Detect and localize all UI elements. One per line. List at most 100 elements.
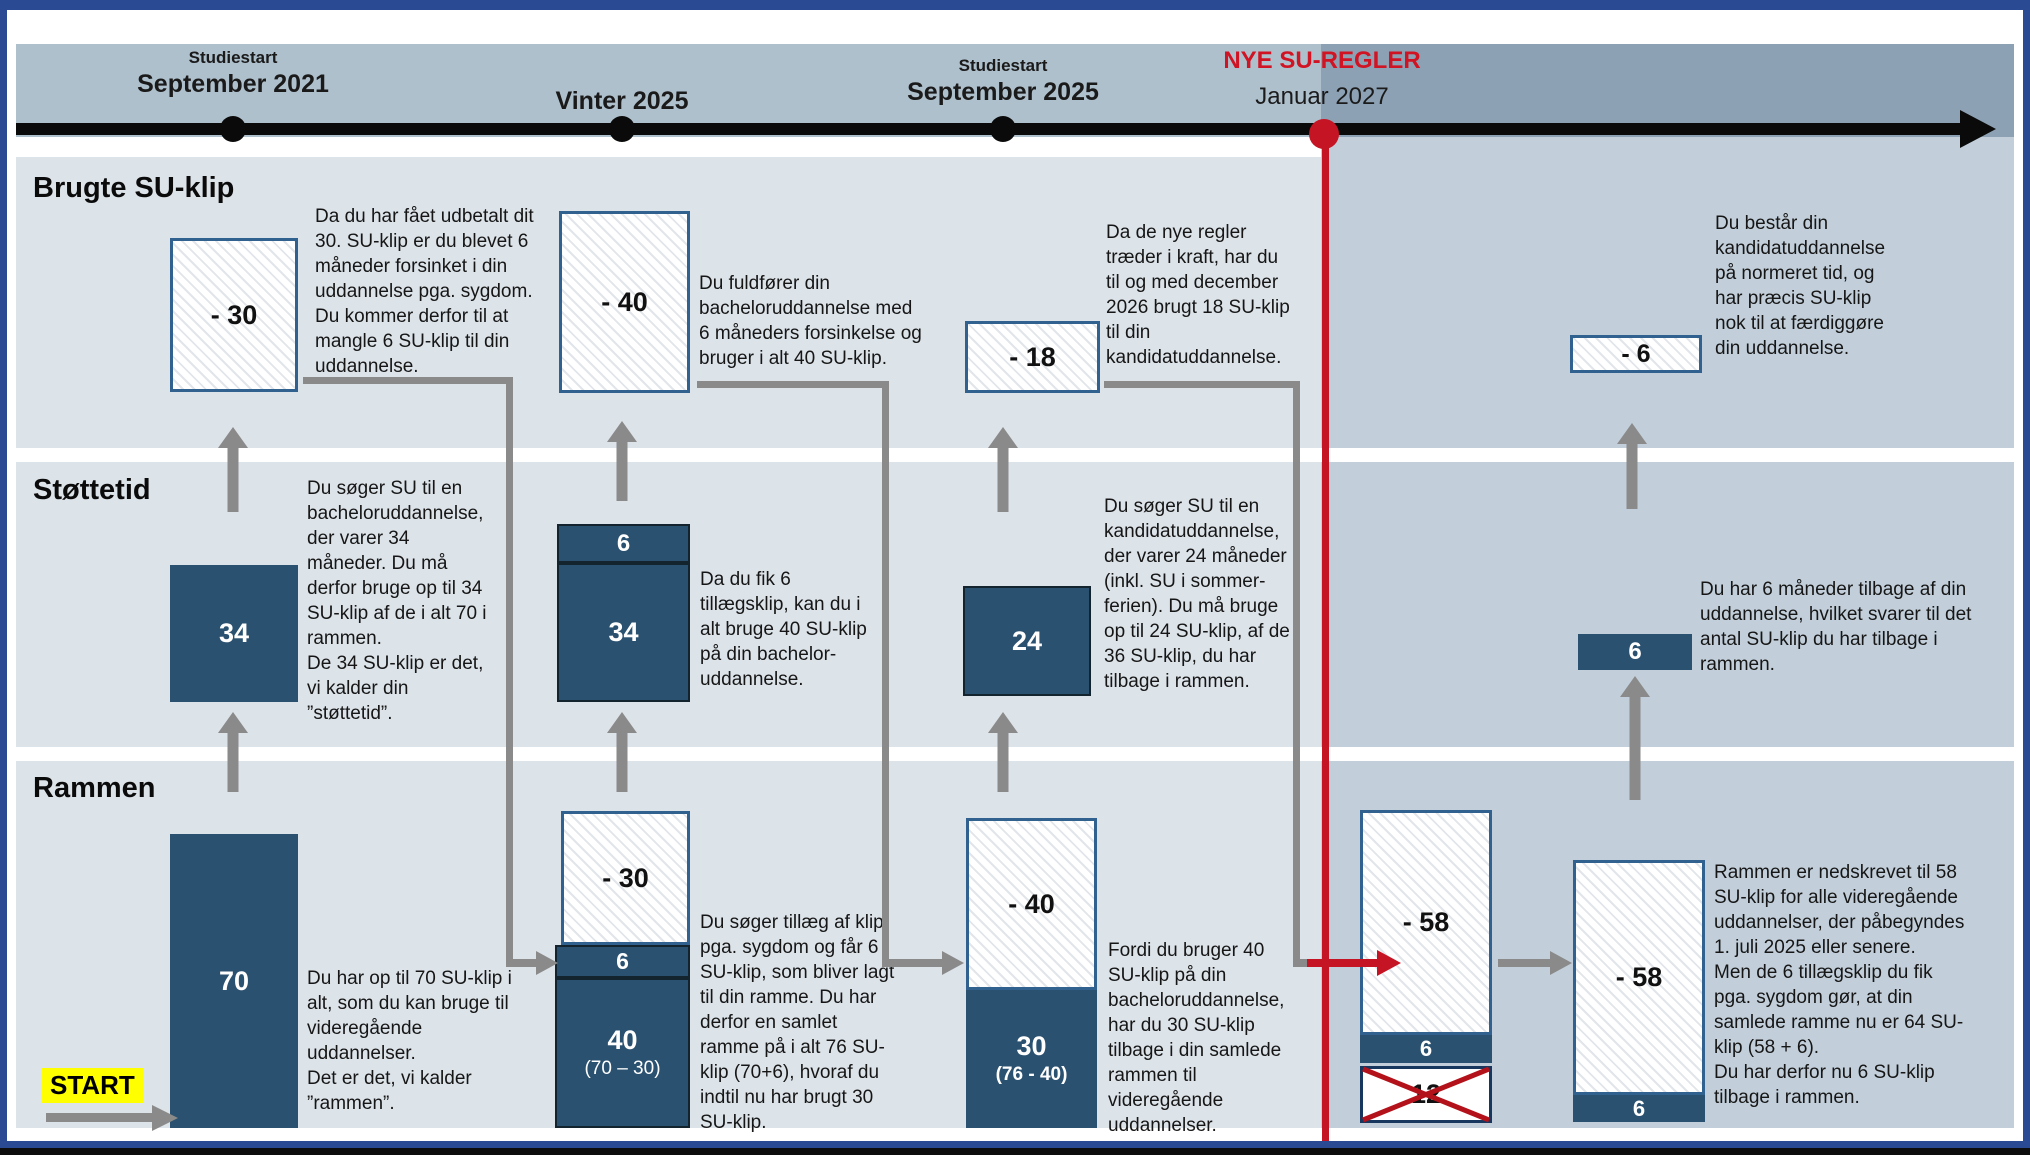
stoettetid-box-2025: 24 — [963, 586, 1091, 696]
connector-1-vertical — [506, 377, 513, 963]
up-arrow-icon — [607, 421, 637, 501]
brugte-box-2021-value: - 30 — [210, 299, 258, 330]
frame-bottom-blue — [0, 1141, 2030, 1148]
rammen-box-vinter-used: - 30 — [561, 811, 690, 945]
stoettetid-box-vinter: 34 — [557, 563, 690, 702]
milestone-2025-label: September 2025 — [907, 78, 1099, 106]
stoettetid-box-vinter-extra: 6 — [557, 524, 690, 563]
up-arrow-icon — [218, 712, 248, 792]
up-arrow-icon — [988, 712, 1018, 792]
rammen-box-2027a-used-value: - 58 — [1402, 907, 1450, 938]
rammen-box-2027b-used: - 58 — [1573, 860, 1705, 1095]
frame-bottom-black — [0, 1148, 2030, 1155]
row-brugte-bg-right — [1321, 137, 2014, 448]
row-title-rammen: Rammen — [33, 772, 156, 804]
timeline-dot-vinter2025 — [609, 116, 635, 142]
timeline-arrowhead-icon — [1960, 110, 1996, 148]
stoettetid-box-2025-value: 24 — [1011, 625, 1043, 656]
rammen-box-2025-used: - 40 — [966, 818, 1097, 990]
rammen-box-2027a-removed: 12 — [1360, 1066, 1492, 1123]
right-arrow-icon — [152, 1105, 178, 1131]
rammen-box-2025-used-value: - 40 — [1008, 888, 1055, 919]
timeline-dot-2021 — [220, 116, 246, 142]
stoettetid-box-2021: 34 — [170, 565, 298, 702]
milestone-2027-label: Januar 2027 — [1255, 83, 1389, 110]
rammen-box-2027a-extra-value: 6 — [1419, 1036, 1433, 1062]
connector-1-shaft — [506, 959, 536, 967]
milestone-vinter2025-label: Vinter 2025 — [555, 87, 689, 115]
rammen-box-vinter-left-formula: (70 – 30) — [584, 1057, 661, 1079]
brugte-box-vinter-value: - 40 — [601, 286, 648, 317]
rammen-box-2025-left-formula: (76 - 40) — [995, 1063, 1068, 1085]
brugte-box-2027-value: - 6 — [1621, 339, 1651, 368]
stoettetid-box-2027: 6 — [1578, 634, 1692, 670]
rammen-box-2021: 70 — [170, 834, 298, 1128]
connector-4-shaft — [1498, 959, 1550, 967]
stoettetid-note-2027: Du har 6 måneder tilbage af din uddannel… — [1700, 579, 1972, 675]
rammen-box-vinter-extra-value: 6 — [616, 948, 629, 975]
brugte-box-2025-value: - 18 — [1009, 341, 1056, 372]
up-arrow-icon — [988, 427, 1018, 512]
right-arrow-icon — [536, 951, 558, 975]
rammen-box-2025-left-value: 30 — [1016, 1031, 1047, 1062]
rammen-note-2027: Rammen er nedskrevet til 58 SU-klip for … — [1714, 862, 1965, 1108]
new-rules-cutoff-line — [1322, 142, 1329, 1148]
rammen-box-2027a-used: - 58 — [1360, 810, 1492, 1035]
frame-left — [0, 0, 7, 1155]
milestone-2025-toplabel: Studiestart — [958, 56, 1048, 75]
timeline-band-right — [1321, 44, 2014, 137]
rammen-box-2027b-left: 6 — [1573, 1095, 1705, 1122]
rammen-box-2021-value: 70 — [218, 965, 250, 996]
up-arrow-icon — [1620, 676, 1650, 800]
row-title-stoettetid: Støttetid — [33, 474, 151, 506]
stoettetid-note-2025: Du søger SU til en kandidatuddannelse, d… — [1104, 496, 1290, 692]
right-arrow-icon — [1550, 951, 1572, 975]
connector-3-horizontal — [1104, 381, 1300, 388]
start-arrow-shaft — [46, 1113, 152, 1122]
frame-right — [2023, 0, 2030, 1155]
stoettetid-box-2027-value: 6 — [1628, 638, 1642, 666]
connector-3-red-shaft — [1307, 959, 1377, 967]
start-badge: START — [42, 1068, 143, 1103]
brugte-note-2025: Da de nye regler træder i kraft, har du … — [1106, 222, 1290, 368]
rammen-box-2027a-extra: 6 — [1360, 1035, 1492, 1063]
red-right-arrow-icon — [1377, 950, 1401, 976]
milestone-2027-toplabel: NYE SU-REGLER — [1223, 47, 1421, 74]
rammen-box-2025-left: 30 (76 - 40) — [966, 990, 1097, 1128]
stoettetid-note-vinter: Da du fik 6 tillægsklip, kan du i alt br… — [700, 569, 867, 690]
rammen-box-vinter-extra: 6 — [555, 945, 690, 978]
connector-2-shaft — [882, 959, 942, 967]
up-arrow-icon — [1617, 423, 1647, 509]
rammen-box-2027b-used-value: - 58 — [1615, 962, 1663, 993]
rammen-box-vinter-left-value: 40 — [607, 1025, 638, 1056]
connector-1-horizontal — [303, 377, 513, 384]
connector-3-vertical — [1293, 381, 1300, 963]
right-arrow-icon — [942, 951, 964, 975]
milestone-2021-label: September 2021 — [137, 70, 329, 98]
row-stoettetid-bg-right — [1321, 462, 2014, 747]
timeline-axis — [16, 123, 1962, 135]
timeline-dot-2025 — [990, 116, 1016, 142]
stoettetid-box-vinter-value: 34 — [608, 617, 639, 648]
row-title-brugte: Brugte SU-klip — [33, 172, 235, 204]
connector-2-vertical — [882, 381, 889, 963]
stoettetid-box-vinter-extra-value: 6 — [616, 529, 631, 557]
rammen-note-vinter: Du søger tillæg af klip pga. sygdom og f… — [700, 912, 895, 1133]
milestone-2021-toplabel: Studiestart — [188, 48, 278, 67]
brugte-box-vinter: - 40 — [559, 211, 690, 393]
up-arrow-icon — [218, 427, 248, 512]
rammen-box-vinter-used-value: - 30 — [602, 862, 649, 893]
brugte-note-2027: Du består din kandidatuddannelse på norm… — [1715, 213, 1886, 359]
brugte-box-2025: - 18 — [965, 321, 1100, 393]
rammen-note-2021: Du har op til 70 SU-klip i alt, som du k… — [307, 968, 512, 1114]
brugte-box-2021: - 30 — [170, 238, 298, 392]
brugte-note-vinter: Du fuldfører din bacheloruddannelse med … — [699, 273, 922, 369]
up-arrow-icon — [607, 712, 637, 792]
brugte-note-2021: Da du har fået udbetalt dit 30. SU-klip … — [315, 206, 534, 377]
rammen-box-vinter-left: 40 (70 – 30) — [555, 978, 690, 1128]
connector-3-shaft — [1293, 959, 1307, 967]
stoettetid-box-2021-value: 34 — [218, 618, 250, 649]
rammen-box-2027b-left-value: 6 — [1632, 1095, 1646, 1121]
rammen-note-2025: Fordi du bruger 40 SU-klip på din bachel… — [1108, 940, 1285, 1136]
